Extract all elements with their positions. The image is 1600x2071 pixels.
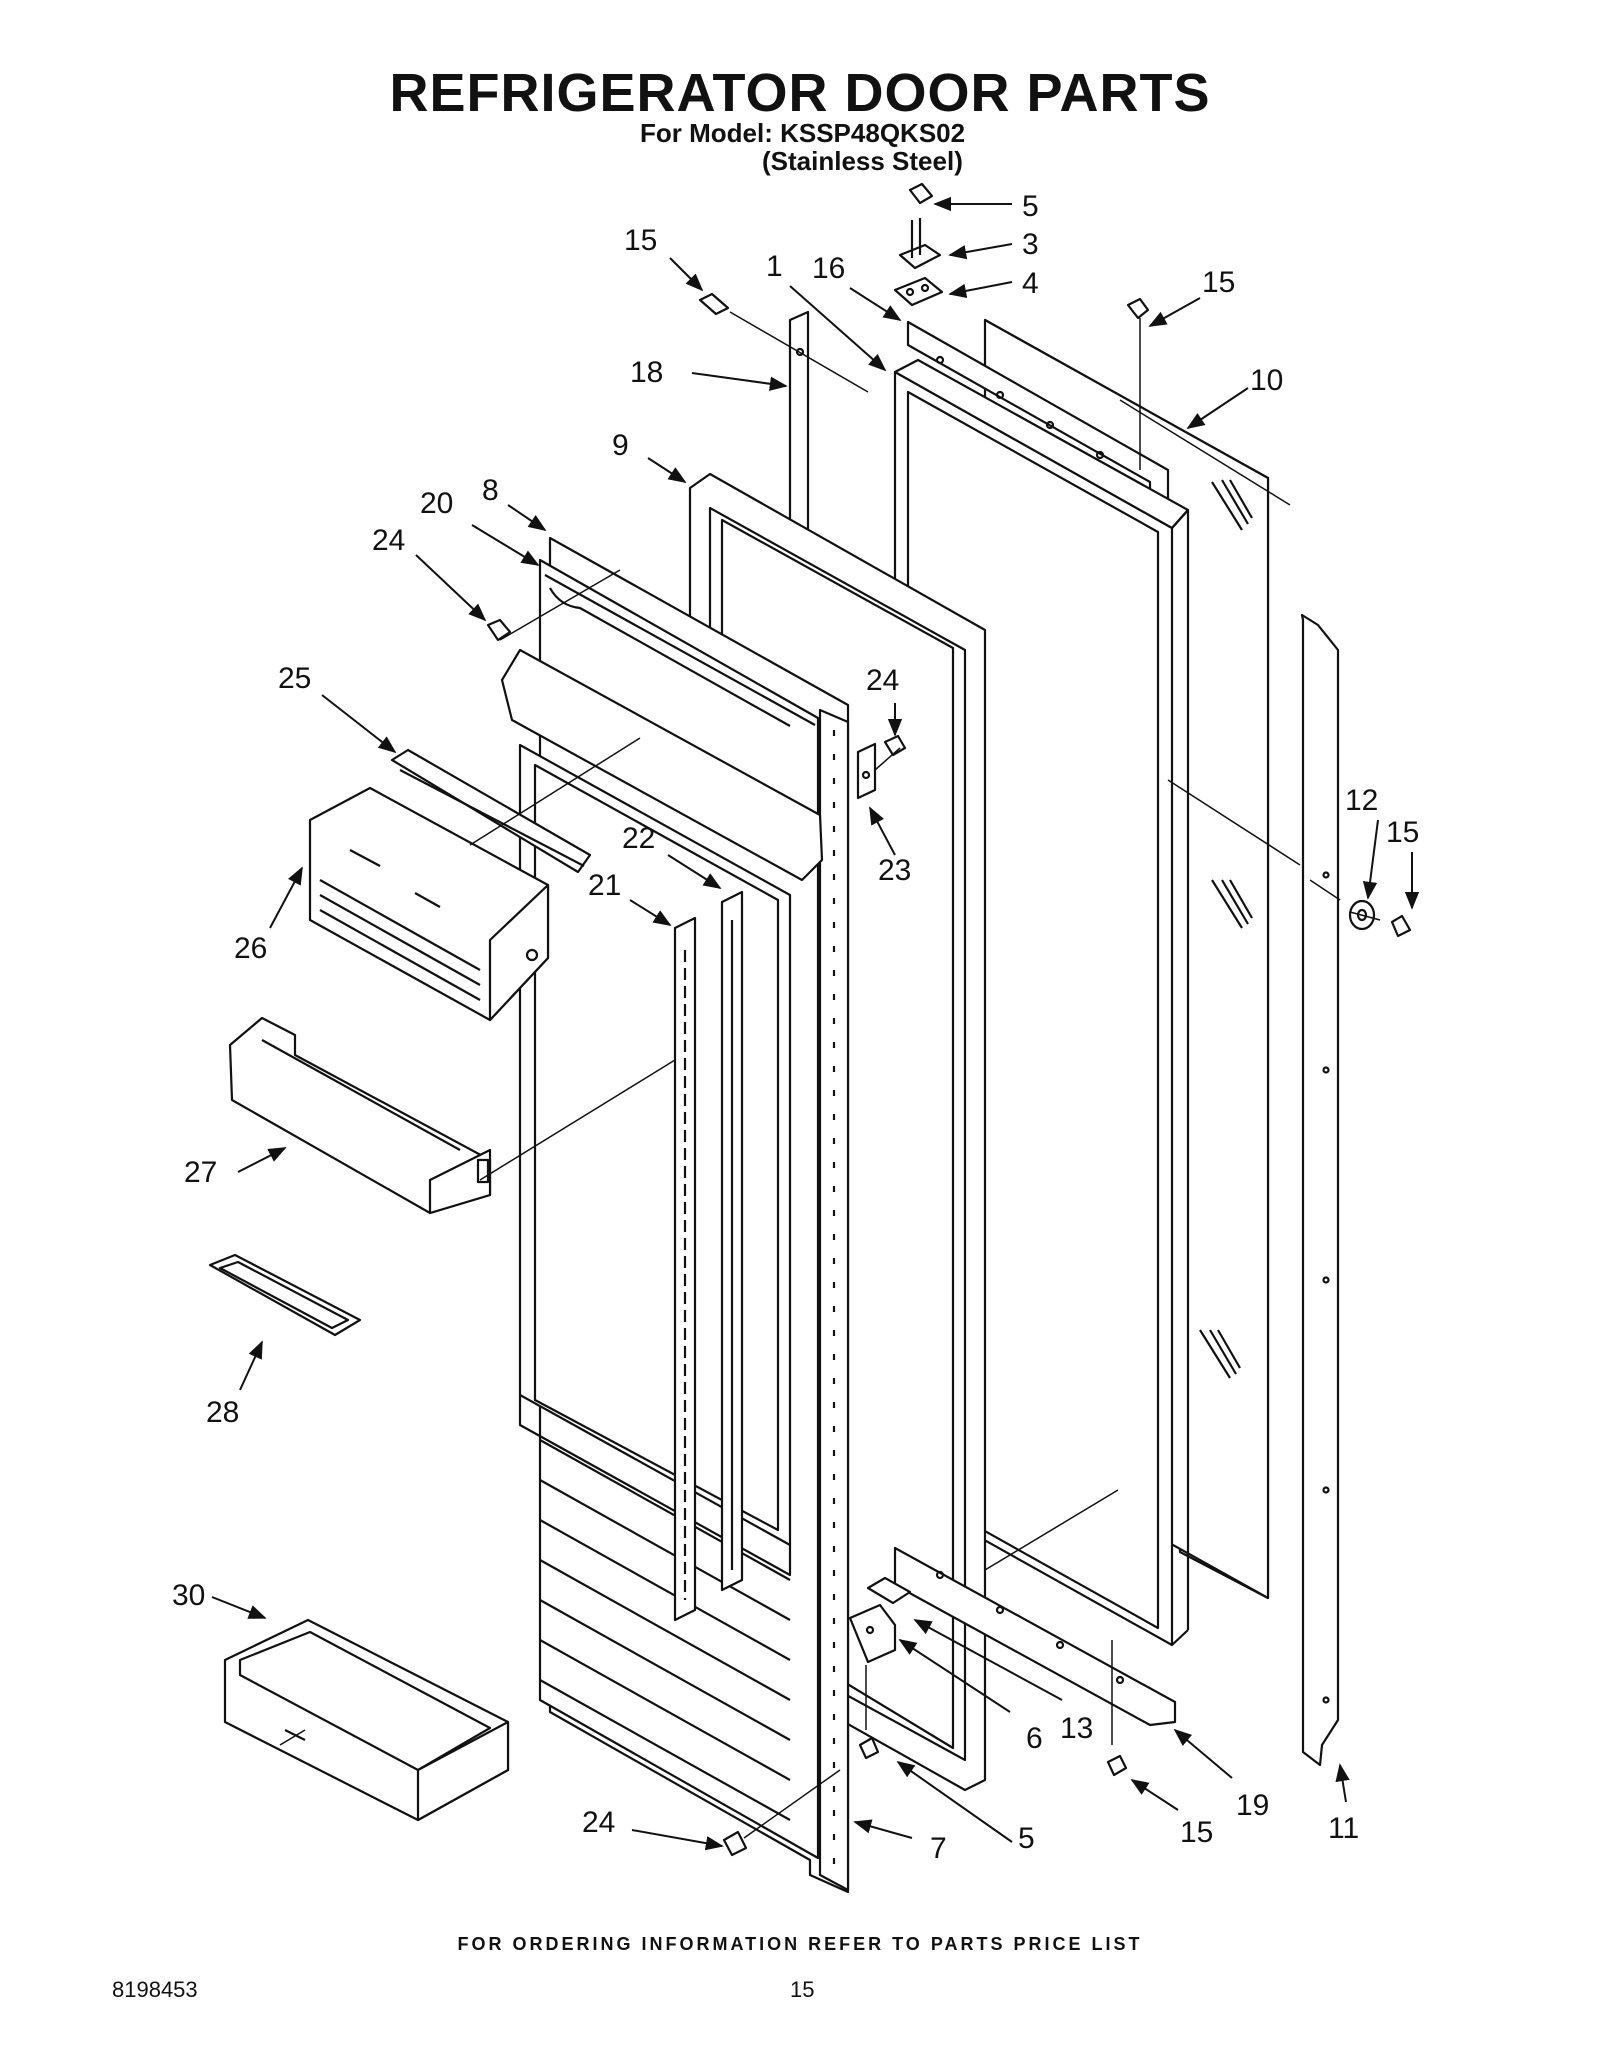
callout-9: 9 bbox=[612, 429, 629, 462]
callout-15-top-right: 15 bbox=[1202, 266, 1235, 299]
part-4-hinge-plate bbox=[893, 276, 944, 307]
callout-11: 11 bbox=[1328, 1812, 1359, 1845]
part-3-hinge bbox=[898, 218, 942, 270]
part-30-lower-bin bbox=[223, 1618, 510, 1822]
callout-13: 13 bbox=[1060, 1712, 1093, 1745]
callout-15-top-left: 15 bbox=[624, 224, 657, 257]
callout-23: 23 bbox=[878, 854, 911, 887]
callout-19: 19 bbox=[1236, 1789, 1269, 1822]
callout-8: 8 bbox=[482, 474, 499, 507]
callout-10: 10 bbox=[1250, 364, 1283, 397]
part-26-dairy-cover bbox=[308, 786, 550, 1022]
callout-12: 12 bbox=[1345, 784, 1378, 817]
part-6-hinge bbox=[848, 1603, 897, 1664]
part-13-hinge-plate bbox=[866, 1576, 912, 1605]
callout-6: 6 bbox=[1026, 1722, 1043, 1755]
callout-3: 3 bbox=[1022, 228, 1039, 261]
part-21-rail bbox=[673, 916, 697, 1622]
callout-27: 27 bbox=[184, 1156, 217, 1189]
callout-7: 7 bbox=[930, 1832, 947, 1865]
callout-15-bottom: 15 bbox=[1180, 1816, 1213, 1849]
callout-16: 16 bbox=[812, 252, 845, 285]
callout-18: 18 bbox=[630, 356, 663, 389]
callout-24-mid: 24 bbox=[866, 664, 899, 697]
model-number: For Model: KSSP48QKS02 bbox=[640, 118, 966, 148]
callout-25: 25 bbox=[278, 662, 311, 695]
callout-15-right: 15 bbox=[1386, 816, 1419, 849]
callout-24-bottom: 24 bbox=[582, 1806, 615, 1839]
callout-28: 28 bbox=[206, 1396, 239, 1429]
document-number: 8198453 bbox=[112, 1977, 198, 2002]
page-title: REFRIGERATOR DOOR PARTS bbox=[389, 63, 1211, 123]
ordering-note: FOR ORDERING INFORMATION REFER TO PARTS … bbox=[457, 1934, 1143, 1954]
part-23-bracket bbox=[856, 742, 877, 800]
screws bbox=[486, 182, 1412, 1857]
callout-4: 4 bbox=[1022, 267, 1039, 300]
model-finish: (Stainless Steel) bbox=[762, 146, 963, 176]
callout-22: 22 bbox=[622, 822, 655, 855]
callout-5-bottom: 5 bbox=[1018, 1822, 1035, 1855]
callout-5-top: 5 bbox=[1022, 190, 1039, 223]
callout-26: 26 bbox=[234, 932, 267, 965]
part-22-rail bbox=[720, 890, 744, 1592]
assembly-lines bbox=[279, 311, 1381, 1839]
page-number: 15 bbox=[790, 1977, 815, 2002]
part-25-rail bbox=[390, 748, 592, 874]
part-27-door-bin bbox=[228, 1016, 492, 1215]
part-11-side-trim bbox=[1300, 613, 1340, 1767]
part-28-tray bbox=[208, 1253, 362, 1337]
callout-21: 21 bbox=[588, 869, 621, 902]
callout-24-upper-left: 24 bbox=[372, 524, 405, 557]
part-19-bottom-rail bbox=[893, 1546, 1177, 1727]
callout-1: 1 bbox=[766, 250, 783, 283]
callout-20: 20 bbox=[420, 487, 453, 520]
callout-30: 30 bbox=[172, 1579, 205, 1612]
